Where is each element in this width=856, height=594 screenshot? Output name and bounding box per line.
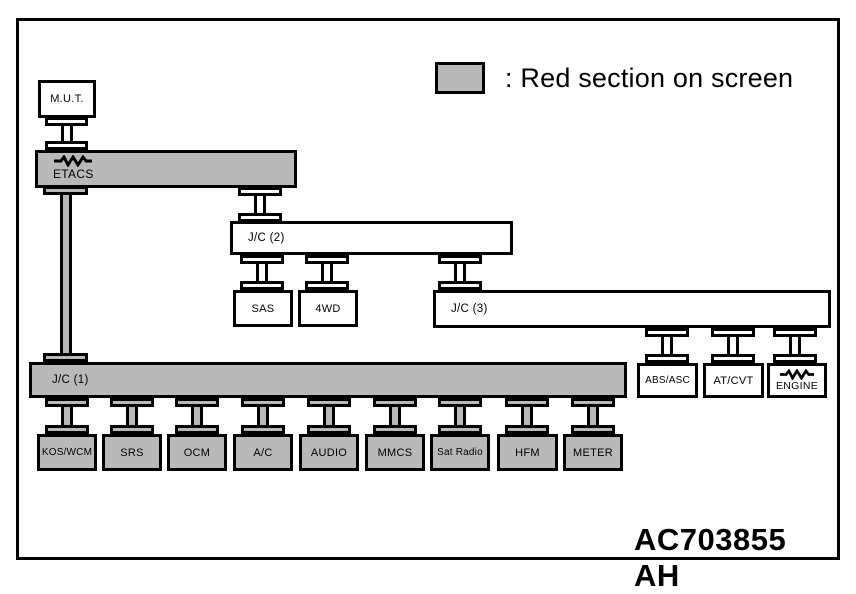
diagram-border-frame: : Red section on screen AC703855 AH xyxy=(16,18,840,593)
node-jc2: J/C (2) xyxy=(230,221,513,255)
connector-jc3-atcvt xyxy=(711,328,755,363)
node-ocm-label: OCM xyxy=(183,446,211,459)
connector-jc2-jc3 xyxy=(438,255,482,290)
legend-label: : Red section on screen xyxy=(505,62,794,93)
node-jc1: J/C (1) xyxy=(29,362,627,398)
node-koswcm: KOS/WCM xyxy=(37,434,97,471)
node-koswcm-label: KOS/WCM xyxy=(41,447,93,458)
node-mut-label: M.U.T. xyxy=(50,93,84,105)
node-engine: ENGINE xyxy=(767,363,827,398)
connector-jc1-koswcm xyxy=(45,398,89,434)
connector-jc1-mmcs xyxy=(373,398,417,434)
node-satradio: Sat Radio xyxy=(430,434,490,471)
node-sas-label: SAS xyxy=(251,302,275,315)
node-meter: METER xyxy=(563,434,623,471)
terminating-resistor-icon xyxy=(54,155,92,167)
terminating-resistor-icon xyxy=(779,369,815,380)
node-jc3: J/C (3) xyxy=(433,290,831,328)
node-audio: AUDIO xyxy=(299,434,359,471)
legend: : Red section on screen xyxy=(435,62,793,94)
connector-etacs-jc1 xyxy=(43,186,88,362)
connector-jc1-srs xyxy=(110,398,154,434)
node-etacs: ETACS xyxy=(35,150,297,188)
node-engine-label: ENGINE xyxy=(775,380,819,392)
node-mmcs-label: MMCS xyxy=(377,446,413,459)
node-ocm: OCM xyxy=(167,434,227,471)
node-hfm: HFM xyxy=(497,434,558,471)
connector-jc3-absasc xyxy=(645,328,689,363)
connector-mut-etacs xyxy=(45,117,88,150)
node-atcvt-label: AT/CVT xyxy=(713,374,754,387)
node-jc1-label: J/C (1) xyxy=(52,374,89,386)
node-audio-label: AUDIO xyxy=(310,446,348,459)
legend-swatch xyxy=(435,62,485,94)
node-ac: A/C xyxy=(233,434,293,471)
node-sas: SAS xyxy=(233,290,293,327)
node-hfm-label: HFM xyxy=(515,446,540,459)
node-jc2-label: J/C (2) xyxy=(248,232,285,244)
node-srs: SRS xyxy=(102,434,162,471)
connector-jc2-4wd xyxy=(305,255,349,290)
connector-etacs-jc2 xyxy=(238,187,282,222)
connector-jc1-ocm xyxy=(175,398,219,434)
node-srs-label: SRS xyxy=(120,446,144,459)
node-etacs-label: ETACS xyxy=(53,167,94,181)
connector-jc3-engine xyxy=(773,328,817,363)
node-4wd-label: 4WD xyxy=(315,302,341,315)
node-mut: M.U.T. xyxy=(38,80,96,118)
connector-jc1-ac xyxy=(241,398,285,434)
node-jc3-label: J/C (3) xyxy=(451,303,488,315)
node-meter-label: METER xyxy=(573,446,613,459)
connector-jc1-audio xyxy=(307,398,351,434)
node-ac-label: A/C xyxy=(253,446,273,459)
node-mmcs: MMCS xyxy=(365,434,425,471)
node-absasc-label: ABS/ASC xyxy=(645,375,690,386)
node-4wd: 4WD xyxy=(298,290,358,327)
can-bus-block-diagram-page: { "colors": { "gray": "#b9b9b9", "ink": … xyxy=(16,18,840,593)
connector-jc2-sas xyxy=(240,255,284,290)
node-absasc: ABS/ASC xyxy=(637,363,698,398)
connector-jc1-meter xyxy=(571,398,615,434)
node-atcvt: AT/CVT xyxy=(703,363,764,398)
connector-jc1-hfm xyxy=(505,398,549,434)
node-satradio-label: Sat Radio xyxy=(437,447,483,458)
connector-jc1-satradio xyxy=(438,398,482,434)
figure-code: AC703855 AH xyxy=(634,522,787,593)
